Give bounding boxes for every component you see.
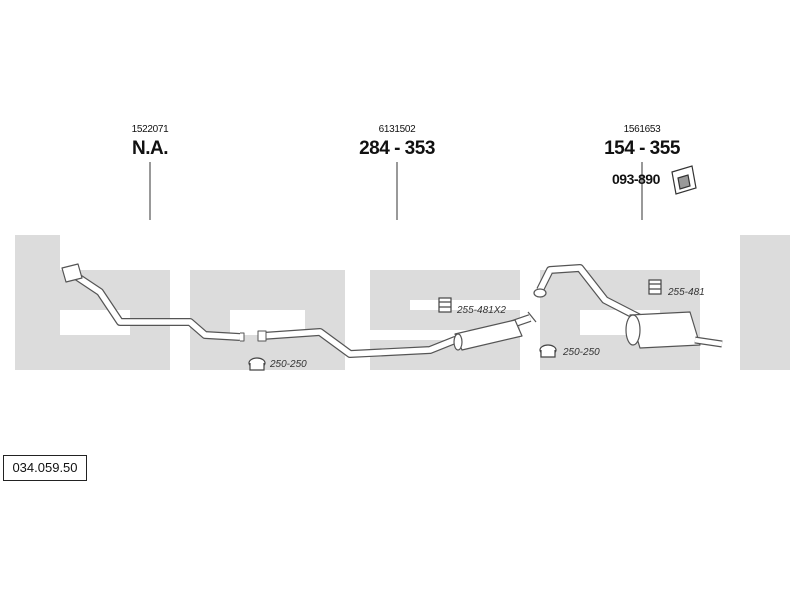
front-pipe <box>61 263 245 342</box>
watermark-letter-o <box>190 270 345 370</box>
part-number-middle: 6131502 <box>378 124 416 135</box>
reference-number-box: 034.059.50 <box>3 455 87 481</box>
clamp-rear-icon <box>539 344 557 358</box>
mount-kit-icon <box>671 165 697 195</box>
label-clamp-rear: 250-250 <box>563 347 600 358</box>
label-hanger-middle: 255-481X2 <box>457 305 506 316</box>
part-number-rear: 1561653 <box>623 124 661 135</box>
label-hanger-rear: 255-481 <box>668 287 705 298</box>
hanger-rear-icon <box>648 279 662 295</box>
label-clamp-front: 250-250 <box>270 359 307 370</box>
watermark-letter-l <box>740 235 790 370</box>
mount-kit-number: 093-890 <box>612 171 660 187</box>
part-number-front: 1522071 <box>131 124 169 135</box>
price-code-front: N.A. <box>132 138 169 159</box>
rear-pipe <box>533 264 723 349</box>
watermark-letter-b <box>15 235 170 370</box>
price-code-middle: 284 - 353 <box>359 138 435 159</box>
leader-lines <box>149 162 643 220</box>
price-code-rear: 154 - 355 <box>604 138 680 159</box>
clamp-front-icon <box>248 357 266 371</box>
hanger-middle-icon <box>438 297 452 313</box>
middle-pipe <box>257 311 537 358</box>
